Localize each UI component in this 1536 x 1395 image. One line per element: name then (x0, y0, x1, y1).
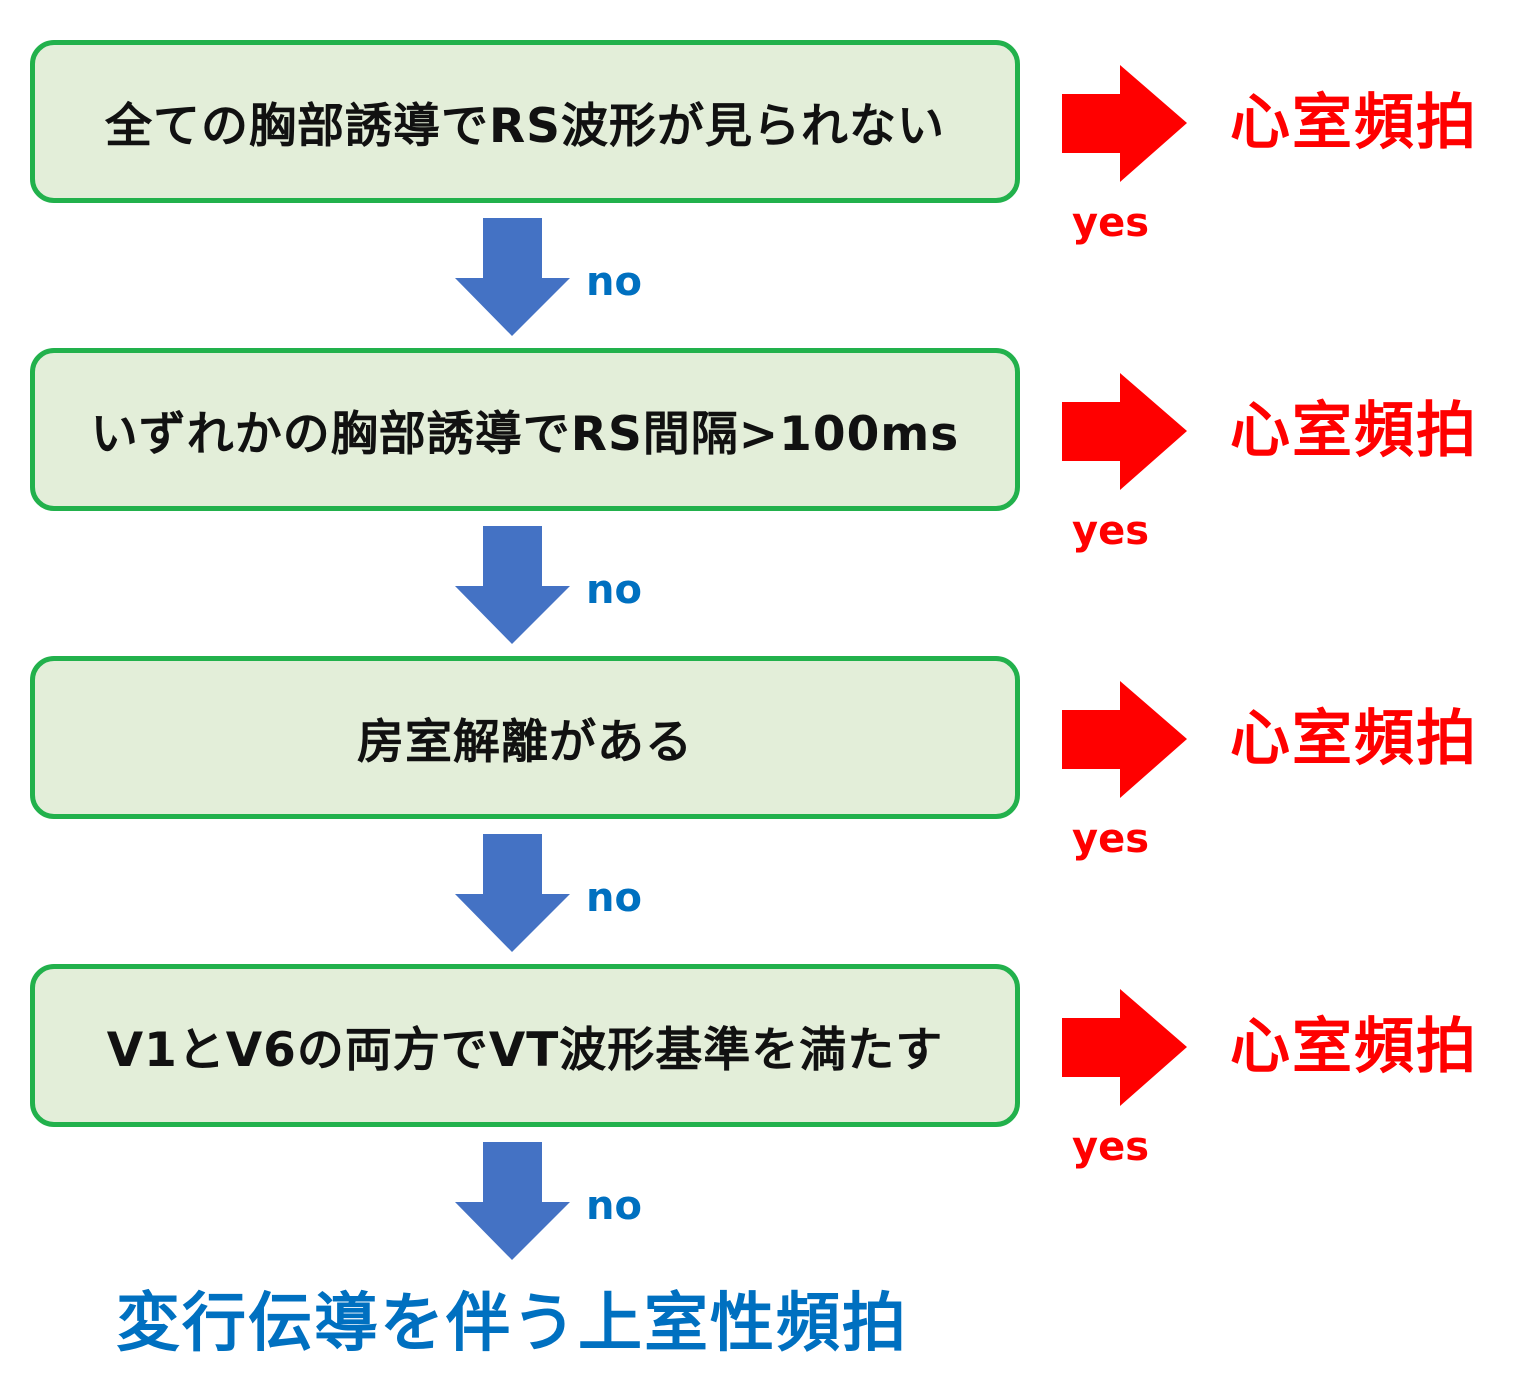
yes-arrow-1 (1062, 65, 1187, 182)
decision-box-2: いずれかの胸部誘導でRS間隔>100ms (30, 348, 1020, 511)
no-arrow-1 (455, 218, 570, 336)
yes-arrow-2 (1062, 373, 1187, 490)
no-label-1: no (586, 259, 642, 305)
yes-label-3: yes (1072, 816, 1150, 862)
final-outcome: 変行伝導を伴う上室性頻拍 (116, 1287, 908, 1361)
result-3: 心室頻拍 (1230, 704, 1478, 774)
no-arrow-4 (455, 1142, 570, 1260)
decision-text-3: 房室解離がある (357, 715, 693, 770)
result-1: 心室頻拍 (1230, 88, 1478, 158)
yes-label-1: yes (1072, 200, 1150, 246)
yes-arrow-3 (1062, 681, 1187, 798)
result-4: 心室頻拍 (1230, 1012, 1478, 1082)
yes-arrow-4 (1062, 989, 1187, 1106)
decision-box-4: V1とV6の両方でVT波形基準を満たす (30, 964, 1020, 1127)
no-arrow-2 (455, 526, 570, 644)
decision-text-2: いずれかの胸部誘導でRS間隔>100ms (90, 407, 960, 462)
yes-label-4: yes (1072, 1124, 1150, 1170)
yes-label-2: yes (1072, 508, 1150, 554)
no-arrow-3 (455, 834, 570, 952)
decision-text-4: V1とV6の両方でVT波形基準を満たす (106, 1023, 944, 1078)
no-label-4: no (586, 1183, 642, 1229)
decision-box-3: 房室解離がある (30, 656, 1020, 819)
decision-box-1: 全ての胸部誘導でRS波形が見られない (30, 40, 1020, 203)
no-label-3: no (586, 875, 642, 921)
result-2: 心室頻拍 (1230, 396, 1478, 466)
decision-text-1: 全ての胸部誘導でRS波形が見られない (104, 99, 946, 154)
no-label-2: no (586, 567, 642, 613)
